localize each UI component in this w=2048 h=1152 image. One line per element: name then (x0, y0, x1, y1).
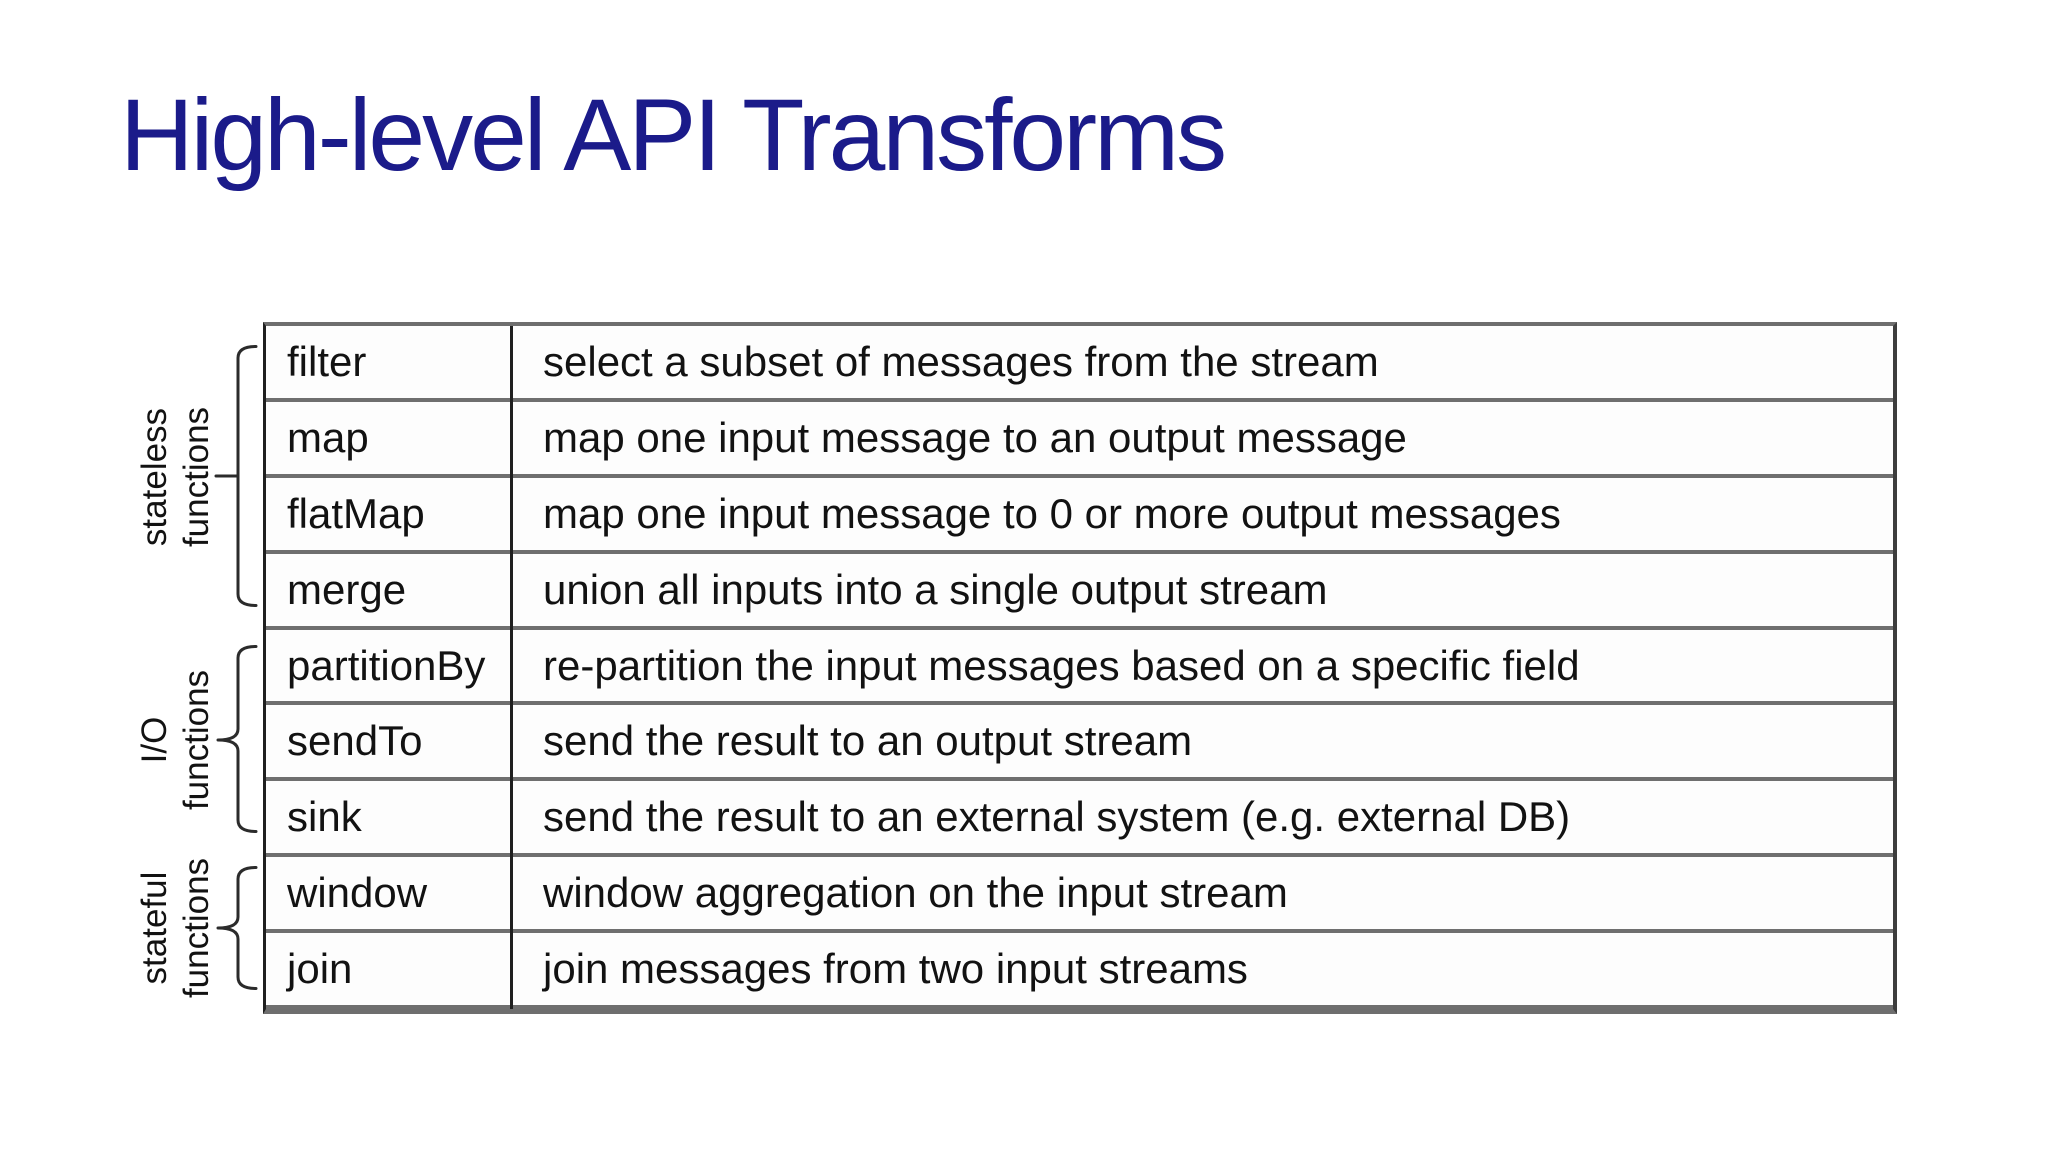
group-label-io: I/O functions (134, 670, 218, 810)
io-group-bracket (216, 645, 258, 833)
function-name-cell: merge (287, 565, 407, 613)
table-row: flatMap map one input message to 0 or mo… (266, 478, 1893, 554)
table-row: map map one input message to an output m… (266, 402, 1893, 478)
function-description-cell: window aggregation on the input stream (543, 869, 1288, 917)
group-label-stateless: stateless functions (134, 407, 218, 547)
table-row: filter select a subset of messages from … (266, 326, 1893, 402)
function-name-cell: sendTo (287, 717, 423, 765)
function-description-cell: union all inputs into a single output st… (543, 565, 1328, 613)
table-row: sendTo send the result to an output stre… (266, 705, 1893, 782)
function-description-cell: send the result to an output stream (543, 717, 1193, 765)
stateless-group-bracket (214, 345, 258, 607)
table-row: join join messages from two input stream… (266, 933, 1893, 1010)
group-label-line: I/O (135, 716, 174, 764)
function-description-cell: re-partition the input messages based on… (543, 641, 1580, 689)
group-label-line: stateful (135, 871, 174, 985)
function-name-cell: partitionBy (287, 641, 486, 689)
table-row: partitionBy re-partition the input messa… (266, 630, 1893, 706)
group-label-stateful: stateful functions (134, 858, 218, 998)
function-description-cell: select a subset of messages from the str… (543, 337, 1379, 385)
function-description-cell: map one input message to an output messa… (543, 413, 1407, 461)
function-name-cell: sink (287, 793, 362, 841)
function-description-cell: join messages from two input streams (543, 945, 1248, 993)
function-name-cell: join (287, 945, 353, 993)
table-row: window window aggregation on the input s… (266, 857, 1893, 934)
page-title: High-level API Transforms (120, 78, 1227, 192)
function-name-cell: window (287, 869, 428, 917)
function-name-cell: flatMap (287, 489, 425, 537)
function-name-cell: map (287, 413, 369, 461)
function-name-cell: filter (287, 337, 367, 385)
table-row: merge union all inputs into a single out… (266, 554, 1893, 630)
function-description-cell: map one input message to 0 or more outpu… (543, 489, 1561, 537)
column-divider (510, 326, 513, 1009)
stateful-group-bracket (216, 866, 258, 990)
group-label-line: stateless (135, 407, 174, 547)
transforms-table: filter select a subset of messages from … (263, 322, 1897, 1014)
function-description-cell: send the result to an external system (e… (543, 793, 1571, 841)
table-row: sink send the result to an external syst… (266, 781, 1893, 858)
